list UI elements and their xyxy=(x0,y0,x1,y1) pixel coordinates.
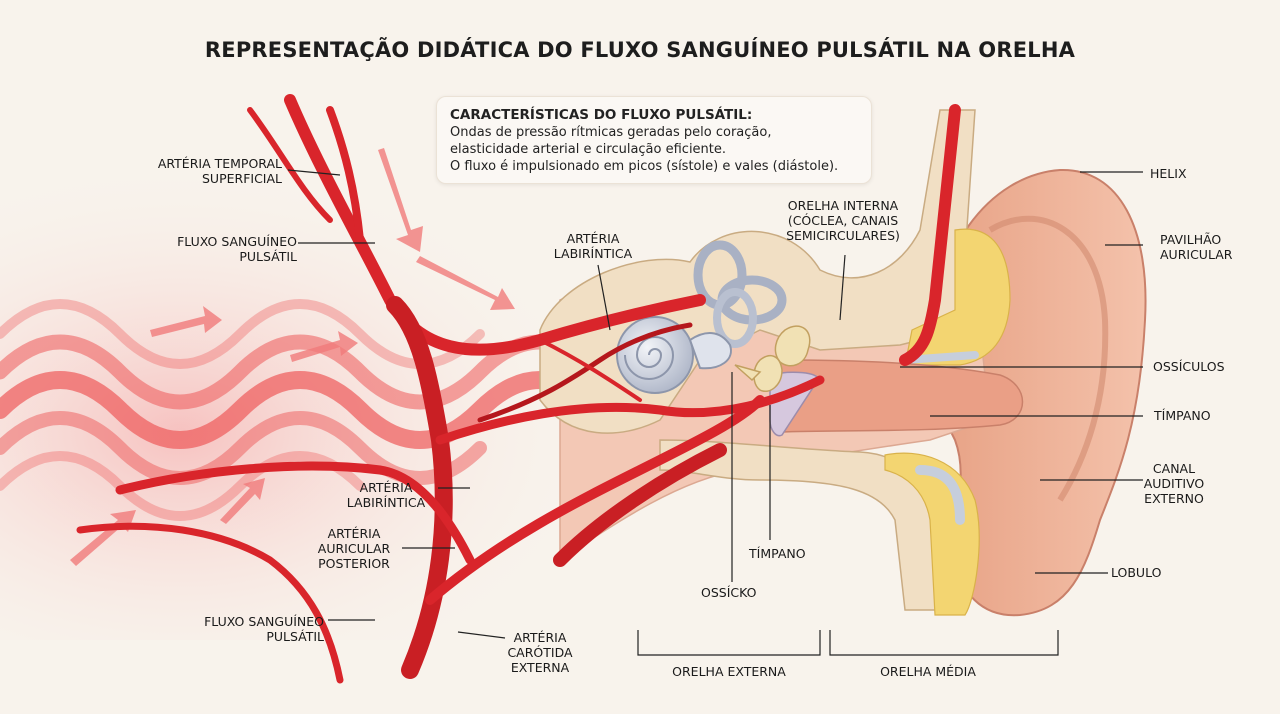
label-helix: HELIX xyxy=(1150,166,1187,181)
leader-lines xyxy=(287,169,1143,656)
arteries xyxy=(76,94,961,684)
label-lobulo: LOBULO xyxy=(1111,565,1162,580)
cartilage-vein-2 xyxy=(915,465,965,525)
info-box-title: CARACTERÍSTICAS DO FLUXO PULSÁTIL: xyxy=(450,107,753,123)
inner-ear xyxy=(616,240,787,394)
label-timpano-middle: TÍMPANO xyxy=(749,546,806,561)
ossicles xyxy=(734,325,811,392)
info-box-line: O fluxo é impulsionado em picos (sístole… xyxy=(450,159,839,174)
diagram-title: REPRESENTAÇÃO DIDÁTICA DO FLUXO SANGUÍNE… xyxy=(204,38,1076,62)
label-orelha-media: ORELHA MÉDIA xyxy=(880,664,976,679)
ear-canal xyxy=(779,359,1024,433)
pulsatile-waves xyxy=(0,299,609,521)
ear-fold xyxy=(988,215,1109,502)
label-ossiculos: OSSÍCULOS xyxy=(1153,359,1225,374)
info-box-line: Ondas de pressão rítmicas geradas pelo c… xyxy=(450,125,772,140)
label-ossicko: OSSÍCKO xyxy=(701,585,757,600)
label-timpano-right: TÍMPANO xyxy=(1154,408,1211,423)
label-orelha-externa: ORELHA EXTERNA xyxy=(672,664,786,679)
info-box: CARACTERÍSTICAS DO FLUXO PULSÁTIL: Ondas… xyxy=(436,96,872,184)
flow-arrows xyxy=(70,148,515,566)
info-box-line: elasticidade arterial e circulação efici… xyxy=(450,142,727,157)
